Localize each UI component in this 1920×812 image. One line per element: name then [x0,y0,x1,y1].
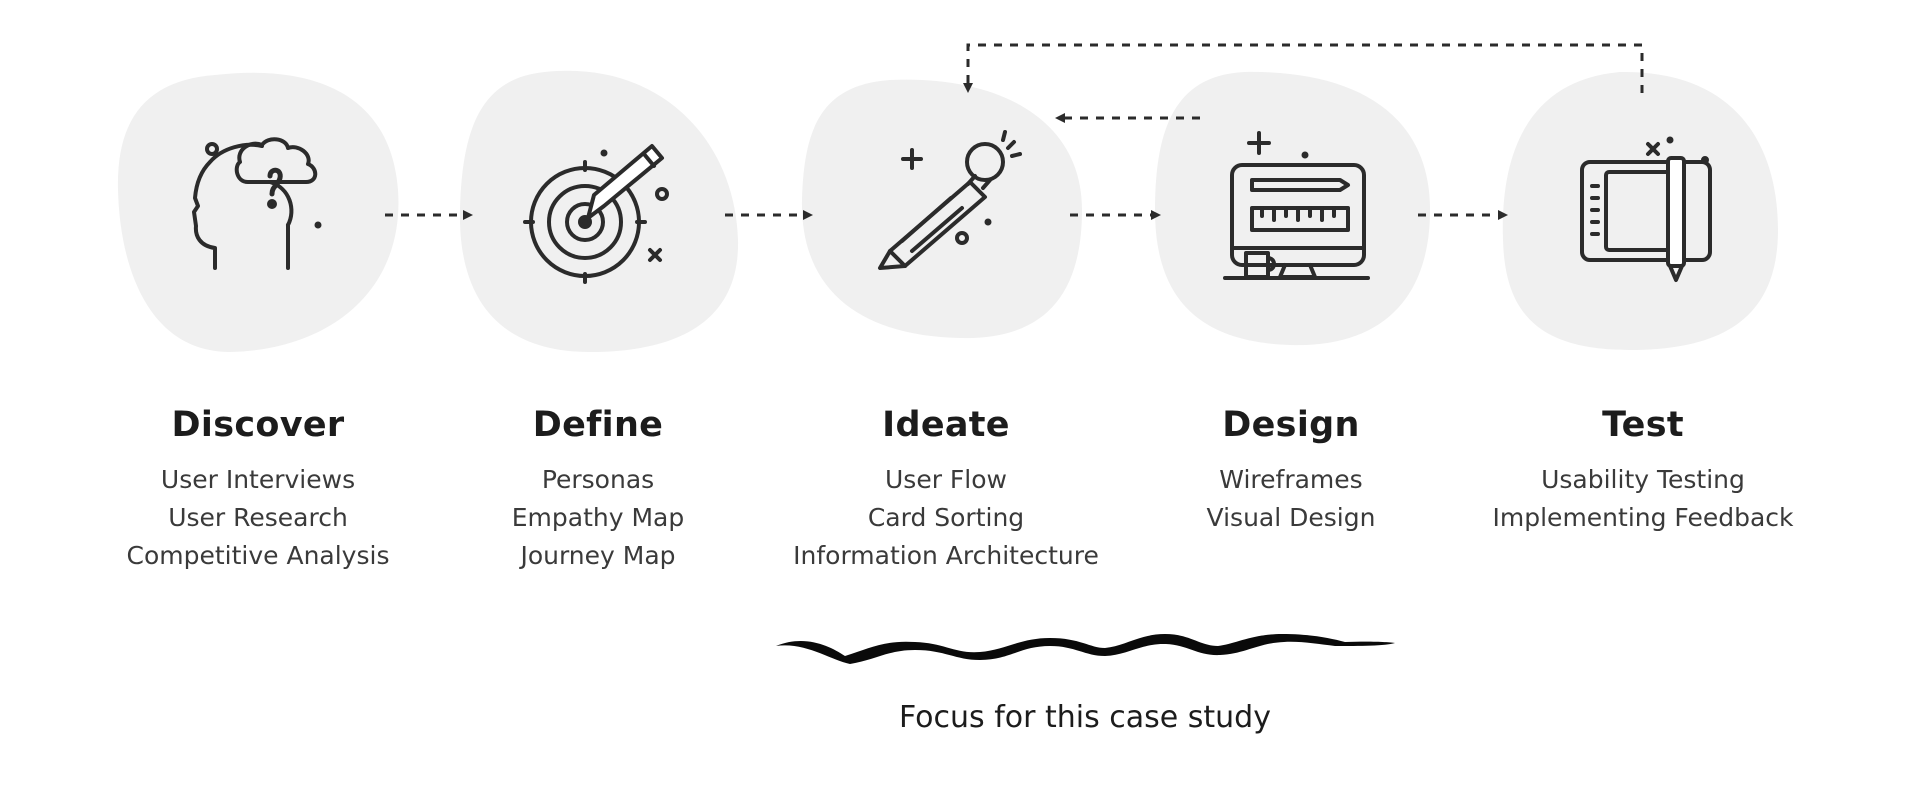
stage-item: Journey Map [520,541,676,570]
stage-design: Design Wireframes Visual Design [1121,405,1461,537]
stage-item: Usability Testing [1541,465,1745,494]
stage-define: Define Personas Empathy Map Journey Map [428,405,768,575]
stage-item: Information Architecture [793,541,1099,570]
stage-item: Wireframes [1219,465,1363,494]
stage-item: User Interviews [160,465,356,494]
target-pencil-icon [523,144,669,284]
lightbulb-pencil-icon [878,130,1022,270]
stage-item-list: User Interviews User Research Competitiv… [88,461,428,575]
test-blob [1502,71,1778,351]
stage-item-list: User Flow Card Sorting Information Archi… [776,461,1116,575]
arrow-test-back-to-ideate [963,43,1644,93]
stage-title: Ideate [882,405,1010,445]
stage-title: Discover [171,405,345,445]
stage-discover: Discover User Interviews User Research C… [88,405,428,575]
stage-item-list: Wireframes Visual Design [1121,461,1461,537]
monitor-ruler-icon [1223,131,1370,280]
stage-item: Personas [541,465,655,494]
stage-title: Test [1602,405,1684,445]
stage-item: User Research [168,503,348,532]
stage-ideate: Ideate User Flow Card Sorting Informatio… [776,405,1116,575]
ideate-blob [801,79,1082,339]
stage-item: Card Sorting [867,503,1025,532]
stage-test: Test Usability Testing Implementing Feed… [1473,405,1813,537]
focus-squiggle [776,634,1395,664]
stage-item: User Flow [885,465,1007,494]
discover-blob [117,72,399,352]
head-question-icon [192,137,322,270]
stage-item: Competitive Analysis [126,541,390,570]
tablet-pen-icon [1580,136,1712,282]
stage-item: Implementing Feedback [1492,503,1794,532]
stage-title: Define [532,405,664,445]
focus-caption: Focus for this case study [899,700,1271,735]
stage-item-list: Usability Testing Implementing Feedback [1473,461,1813,537]
stage-item: Empathy Map [511,503,685,532]
stage-title: Design [1222,405,1360,445]
stage-item-list: Personas Empathy Map Journey Map [428,461,768,575]
stage-item: Visual Design [1206,503,1376,532]
